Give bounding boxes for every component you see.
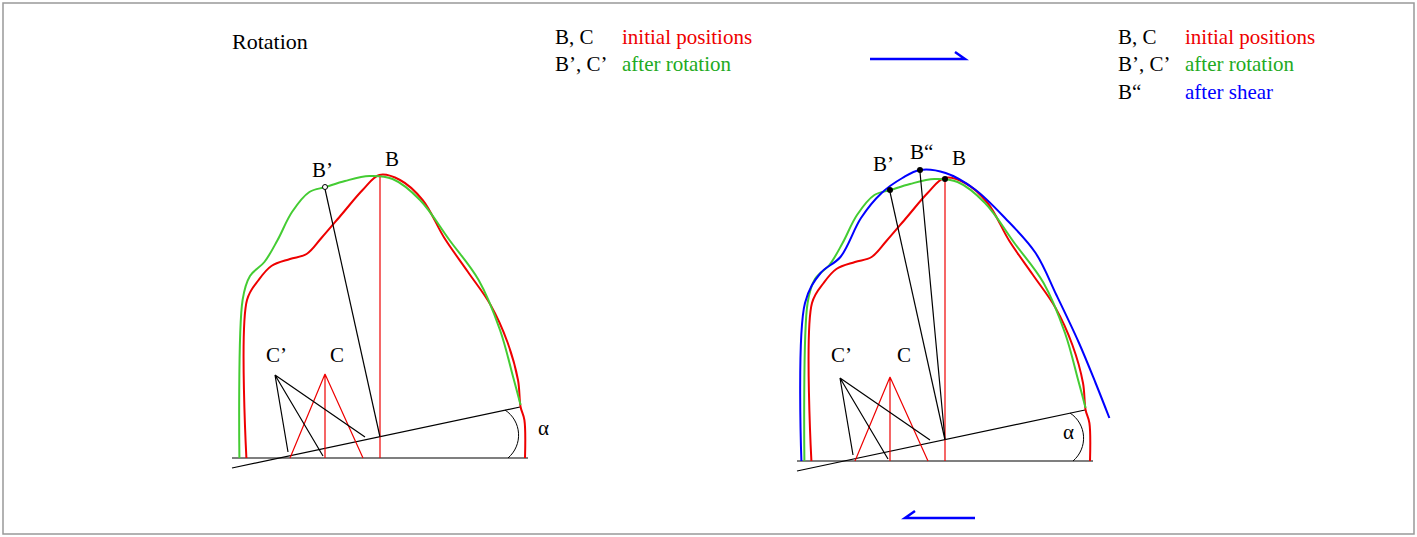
legend-text: after rotation [1185,52,1294,76]
b-point [942,176,948,182]
frame [3,3,1414,534]
shear-arrow-top [870,52,965,59]
sheared-profile [800,170,1109,461]
point-label: B’, C’ [1118,52,1171,76]
point-label: B’ [873,152,894,176]
rotated-profile [239,176,520,458]
legend-text: initial positions [1185,25,1315,49]
point-label: B“ [910,140,933,164]
shear-arrow-bottom [905,511,975,518]
legend-text: after shear [1185,80,1273,104]
point-label: B’ [312,158,333,182]
point-label: B“ [1118,80,1141,104]
point-label: B’, C’ [555,52,608,76]
b-rotated-line [325,189,380,437]
c-triangle [855,377,928,461]
rotated-profile [804,179,1085,461]
point-label: B [385,147,399,171]
inclined-line [232,407,520,468]
b-vertical [944,180,945,461]
b-rotated-line [890,192,945,440]
b-rotated-point [887,187,893,193]
shear-arrows [870,52,975,518]
point-label: C’ [831,343,852,367]
initial-profile [244,175,526,458]
legend-text: after rotation [622,52,731,76]
b-sheared-line [920,172,945,440]
point-label: C’ [266,343,287,367]
rotation-panel [232,175,528,468]
alpha-arc [505,410,519,458]
b-rotated-point [323,185,328,190]
point-label: C [330,343,344,367]
point-label: α [1063,420,1074,444]
initial-profile [809,178,1091,461]
figure-title: Rotation [232,30,308,54]
shear-panel [797,167,1109,471]
c-rotated-triangle [840,378,930,459]
c-rotated-triangle [275,375,365,456]
point-label: C [897,343,911,367]
point-label: α [538,416,549,440]
b-vertical [379,177,380,458]
point-label: B, C [1118,25,1157,49]
point-label: B, C [555,25,594,49]
inclined-line [797,410,1085,471]
b-sheared-point [917,167,923,173]
c-triangle [290,374,363,458]
point-label: B [952,146,966,170]
legend-text: initial positions [622,25,752,49]
